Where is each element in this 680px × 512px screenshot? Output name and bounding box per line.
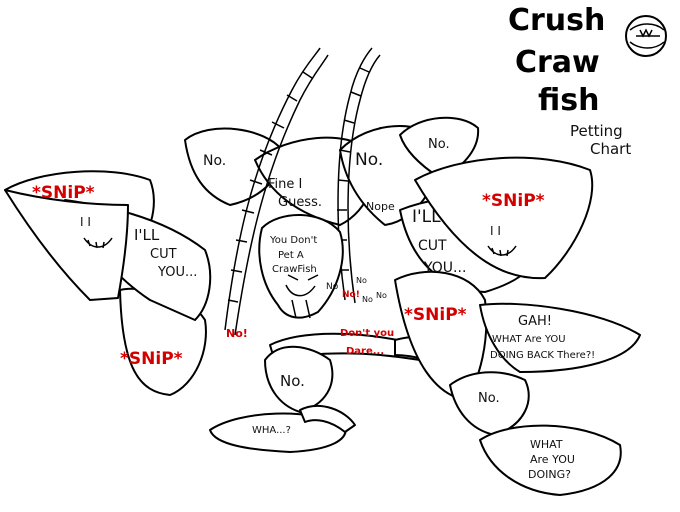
grin-icon-right [487, 245, 517, 257]
antenna-segments [227, 67, 370, 303]
no-label-head: No [326, 282, 339, 292]
gah-3: DOING BACK There?! [490, 350, 595, 361]
no-label-right-leg: No. [478, 391, 500, 406]
right-arm [394, 270, 488, 401]
left-antenna [224, 47, 321, 331]
bottom-plate-wha [209, 412, 347, 453]
dont-you-dare-1: Don't you [340, 328, 394, 339]
dont-you-dare-2: Dare... [346, 346, 384, 357]
ill-cut-you-right-1: I'LL [412, 207, 441, 227]
no-label-antenna-2: No [362, 295, 373, 304]
left-claw-body [4, 189, 129, 301]
right-antenna-outer [347, 54, 381, 304]
bottom-plate-no [264, 345, 334, 413]
subtitle-line-1: Petting [570, 122, 623, 140]
what-doing-3: DOING? [528, 468, 571, 481]
title-line-3: fish [538, 83, 599, 118]
dont-pet-2: Pet A [278, 250, 304, 261]
what-doing-2: Are YOU [530, 453, 575, 466]
subtitle-line-2: Chart [590, 140, 631, 158]
snip-label-right-bottom: *SNiP* [404, 305, 467, 325]
no-label-bottom: No. [280, 372, 305, 390]
right-leg-lower [449, 371, 530, 436]
dont-pet-1: You Don't [269, 235, 317, 246]
ill-cut-you-left-2: CUT [150, 247, 177, 262]
right-claw-upper [414, 156, 594, 280]
no-label-top-mid: No. [355, 150, 383, 170]
dont-pet-3: CrawFish [272, 264, 317, 275]
crawfish-head [258, 214, 344, 319]
no-label-top-left: No. [203, 153, 226, 169]
gah-2: WHAT Are YOU [492, 334, 566, 345]
wha-label: WHA...? [252, 425, 291, 436]
snip-label-left-bottom: *SNiP* [120, 349, 183, 369]
fine-i-guess-2: Guess. [278, 195, 322, 210]
gah-1: GAH! [518, 314, 552, 329]
snip-label-right-top: *SNiP* [482, 191, 545, 211]
no-label-antenna-1: No [356, 276, 367, 285]
crawfish-logo-icon [625, 15, 667, 57]
ill-cut-you-right-2: CUT [418, 238, 447, 254]
no-red-left: No! [226, 327, 248, 340]
face-eyes-right: I I [490, 224, 501, 238]
angry-eyes-icon [287, 274, 319, 281]
no-label-top-right: No. [428, 137, 450, 152]
title-line-1: Crush [508, 3, 605, 38]
ill-cut-you-left-1: I'LL [134, 226, 160, 244]
what-doing-1: WHAT [530, 438, 563, 451]
ill-cut-you-left-3: YOU... [157, 265, 197, 280]
right-bottom-plate [479, 424, 622, 496]
face-eyes-left: I I [80, 215, 91, 229]
ill-cut-you-right-3: YOU... [423, 260, 466, 276]
nope-label: Nope [366, 200, 395, 213]
grin-icon-left [83, 237, 113, 249]
snip-label-left-top: *SNiP* [32, 183, 95, 203]
head-face [285, 284, 316, 319]
fine-i-guess-1: Fine I [268, 177, 302, 192]
left-antenna-outer [234, 54, 329, 336]
no-red-right: No! [342, 290, 360, 300]
bottom-leg [299, 405, 356, 433]
right-claw-lower [479, 302, 641, 373]
title-line-2: Craw [515, 45, 600, 80]
no-label-antenna-3: No [376, 291, 387, 300]
